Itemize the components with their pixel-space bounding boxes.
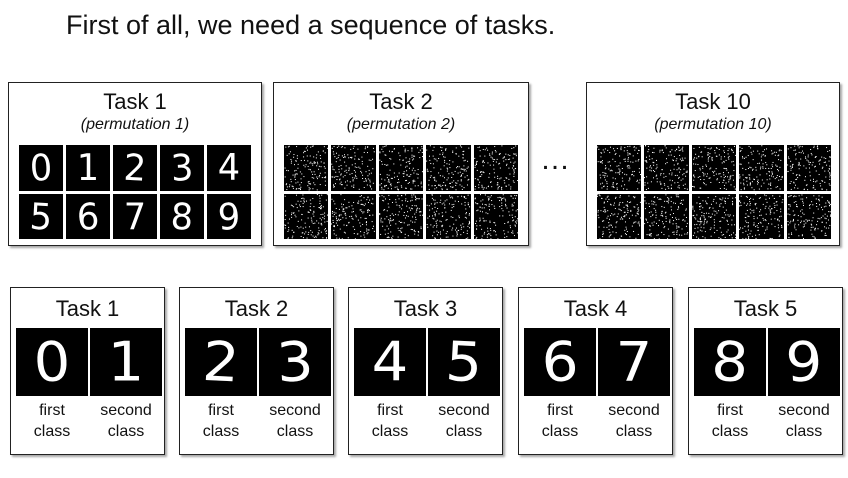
first-class-caption: first class [541, 402, 579, 440]
permuted-task-10-panel: Task 10 (permutation 10) [586, 82, 840, 246]
digit-8-image: 8 [694, 328, 766, 396]
digit-2-image: 2 [113, 145, 157, 191]
permuted-image [426, 145, 471, 191]
panel-subtitle: (permutation 1) [80, 116, 190, 133]
digit-4-image: 4 [354, 328, 426, 396]
digit-9-image: 9 [768, 328, 840, 396]
digit-8-image: 8 [160, 193, 204, 239]
panel-title: Task 4 [563, 296, 628, 321]
permuted-image [378, 193, 424, 239]
digit-1-image: 1 [90, 328, 162, 396]
svg-text:8: 8 [710, 330, 750, 395]
second-class-caption: second class [438, 402, 490, 440]
permuted-task-2-panel: Task 2 (permutation 2) [273, 82, 529, 246]
svg-text:0: 0 [32, 330, 72, 395]
second-class-caption: second class [778, 402, 830, 440]
panel-title: Task 1 [103, 89, 167, 114]
svg-text:0: 0 [29, 147, 53, 190]
panel-title: Task 10 [675, 89, 751, 114]
svg-text:9: 9 [217, 196, 241, 239]
permuted-image [426, 193, 471, 239]
permuted-image [473, 145, 518, 191]
panel-subtitle: (permutation 10) [654, 116, 772, 133]
digit-0-image: 0 [16, 328, 88, 396]
second-class-caption: second class [100, 402, 152, 440]
ellipsis: … [540, 143, 572, 176]
digit-0-image: 0 [19, 145, 63, 191]
panel-title: Task 2 [369, 89, 433, 114]
permuted-image [597, 193, 642, 239]
svg-text:7: 7 [124, 196, 146, 238]
permuted-image [691, 145, 737, 191]
digit-6-image: 6 [66, 193, 110, 239]
first-class-caption: first class [711, 402, 749, 440]
svg-text:2: 2 [201, 330, 241, 395]
svg-text:5: 5 [444, 330, 484, 395]
digit-4-image: 4 [207, 145, 251, 191]
slide-headline: First of all, we need a sequence of task… [66, 10, 556, 40]
permuted-image [739, 145, 784, 191]
second-class-caption: second class [608, 402, 660, 440]
svg-text:3: 3 [275, 330, 315, 395]
permuted-image [786, 145, 831, 191]
digit-7-image: 7 [598, 328, 670, 396]
panel-title: Task 5 [733, 296, 798, 321]
svg-text:4: 4 [218, 148, 240, 190]
digit-9-image: 9 [207, 193, 251, 239]
svg-text:1: 1 [77, 148, 99, 190]
permuted-image [597, 145, 642, 191]
digit-5-image: 5 [428, 328, 500, 396]
first-class-caption: first class [371, 402, 409, 440]
svg-text:2: 2 [123, 147, 147, 190]
svg-text:4: 4 [372, 331, 409, 394]
svg-text:6: 6 [76, 196, 100, 239]
permuted-image [331, 193, 376, 239]
digit-7-image: 7 [113, 193, 157, 239]
second-class-caption: second class [269, 402, 321, 440]
permuted-image [691, 193, 737, 239]
permuted-image [331, 145, 376, 191]
permuted-image [284, 193, 329, 239]
digit-5-image: 5 [19, 193, 63, 239]
permuted-image [644, 145, 689, 191]
noise-grid [597, 145, 831, 239]
permuted-image [739, 193, 784, 239]
digit-6-image: 6 [524, 328, 596, 396]
digit-2-image: 2 [185, 328, 257, 396]
digit-3-image: 3 [259, 328, 331, 396]
permuted-image [473, 193, 518, 239]
svg-text:9: 9 [784, 330, 824, 395]
digit-3-image: 3 [160, 145, 204, 191]
noise-grid [284, 145, 518, 239]
svg-text:7: 7 [616, 331, 653, 394]
first-class-caption: first class [33, 402, 71, 440]
permuted-image [786, 193, 831, 239]
svg-text:8: 8 [170, 196, 194, 239]
panel-subtitle: (permutation 2) [346, 116, 456, 133]
svg-text:3: 3 [170, 147, 194, 190]
panel-title: Task 1 [55, 296, 120, 321]
panel-title: Task 2 [224, 296, 289, 321]
permuted-image [378, 145, 424, 191]
svg-text:5: 5 [29, 196, 53, 239]
permuted-image [644, 193, 689, 239]
digit-1-image: 1 [66, 145, 110, 191]
panel-title: Task 3 [393, 296, 458, 321]
first-class-caption: first class [202, 402, 240, 440]
svg-text:1: 1 [108, 331, 145, 394]
svg-text:6: 6 [540, 330, 580, 395]
permuted-image [284, 145, 329, 191]
